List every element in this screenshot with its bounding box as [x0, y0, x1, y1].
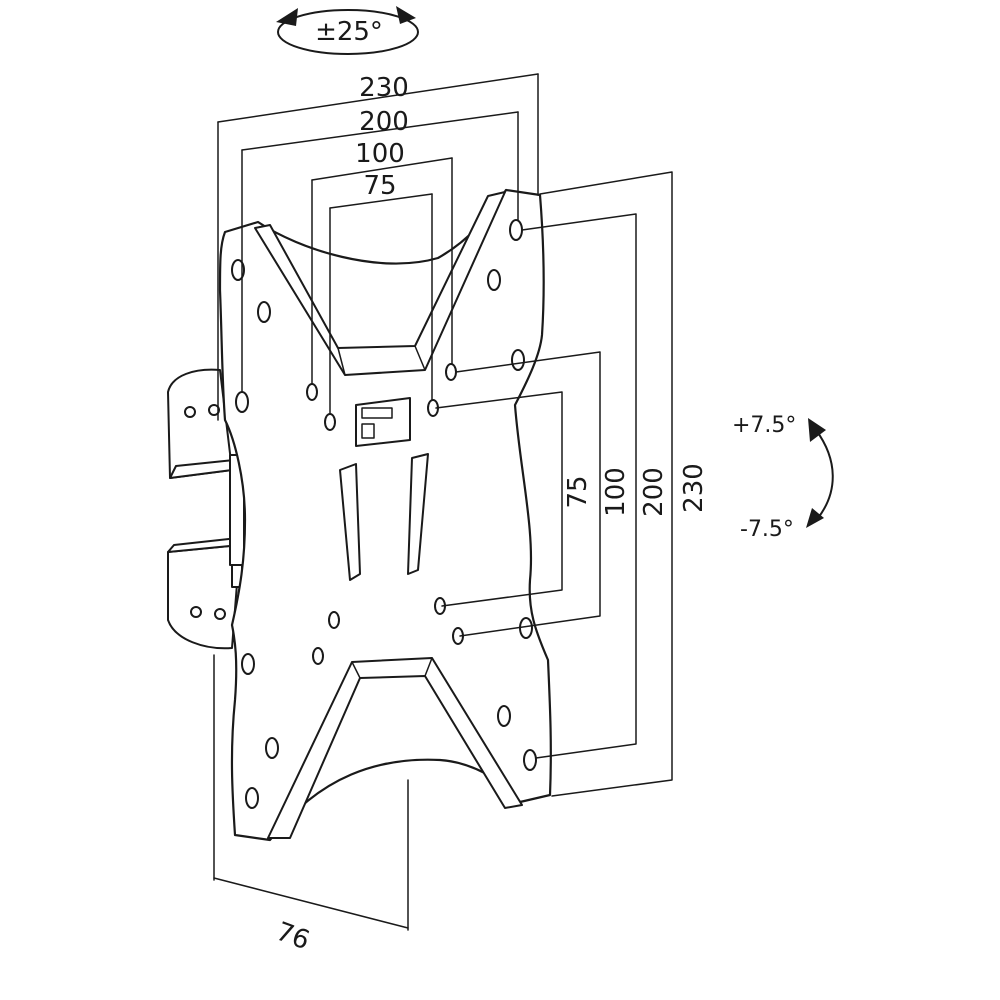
hole — [523, 749, 537, 771]
hole — [497, 705, 511, 727]
safety-lock — [355, 397, 411, 447]
dim-line-100-horizontal — [311, 157, 453, 181]
dim-line-230-vertical — [539, 171, 673, 797]
vesa-plate — [218, 188, 552, 842]
wall-bracket — [167, 368, 245, 650]
bracket-hole — [190, 606, 202, 618]
tilt-indicator: +7.5° -7.5° — [732, 413, 834, 542]
dim-label-100-vertical: 100 — [601, 467, 631, 517]
dim-label-75-horizontal: 75 — [363, 171, 396, 201]
dim-label-200-horizontal: 200 — [359, 107, 409, 137]
dim-label-100-horizontal: 100 — [355, 139, 405, 169]
hole — [231, 259, 245, 281]
swivel-angle-label: ±25° — [315, 17, 383, 47]
mounting-holes — [231, 219, 537, 809]
dim-line-200-horizontal — [241, 111, 519, 151]
hole — [245, 787, 259, 809]
bracket-hole — [208, 404, 220, 416]
hole — [241, 653, 255, 675]
dim-label-200-vertical: 200 — [639, 467, 669, 517]
hole-200-top-left — [235, 391, 249, 413]
swivel-arrow-right-icon — [396, 6, 416, 24]
hole-200-top-right — [509, 219, 523, 241]
hole-100-bottom-left — [312, 647, 324, 665]
lower-rib — [267, 657, 523, 839]
dim-label-230-vertical: 230 — [679, 463, 709, 513]
tilt-arrow-up-icon — [808, 418, 826, 442]
hole-200-bottom-right — [519, 617, 533, 639]
dim-label-depth: 76 — [272, 917, 313, 957]
swivel-indicator: ±25° — [276, 6, 419, 55]
dim-label-75-vertical: 75 — [563, 475, 593, 508]
vertical-dimensions: 75 100 200 230 — [435, 171, 709, 797]
hole — [257, 301, 271, 323]
swivel-ellipse — [277, 9, 419, 55]
hole — [487, 269, 501, 291]
dim-line-75-vertical — [435, 391, 563, 607]
upper-rib-fold — [337, 345, 426, 376]
bracket-hole — [184, 406, 196, 418]
tilt-arrow-down-icon — [806, 508, 824, 528]
upper-rib — [254, 191, 506, 376]
left-slot — [339, 463, 361, 581]
dim-line-100-vertical — [455, 351, 601, 637]
lower-rib-fold — [351, 657, 433, 679]
right-slot — [407, 453, 429, 575]
bracket-lower-arm — [167, 544, 241, 650]
tilt-up-label: +7.5° — [732, 413, 796, 438]
tilt-arc — [815, 429, 834, 519]
hole-75-bottom-left — [328, 611, 340, 629]
horizontal-dimensions: 230 200 100 75 — [217, 73, 539, 421]
hole-100-top-left — [306, 383, 318, 401]
swivel-arrow-left-icon — [276, 8, 298, 26]
hole — [265, 737, 279, 759]
dim-label-230-horizontal: 230 — [359, 73, 409, 103]
tilt-down-label: -7.5° — [740, 517, 794, 542]
dim-line-depth — [213, 877, 409, 929]
hole-75-top-left — [324, 413, 336, 431]
hole-200-mid-right — [511, 349, 525, 371]
dim-line-200-vertical — [521, 213, 637, 759]
dim-line-230-horizontal — [217, 73, 539, 123]
bracket-upper-arm — [167, 368, 233, 479]
hole-100-top-right — [445, 363, 457, 381]
bracket-hole — [214, 608, 226, 620]
dim-line-75-horizontal — [329, 193, 433, 209]
